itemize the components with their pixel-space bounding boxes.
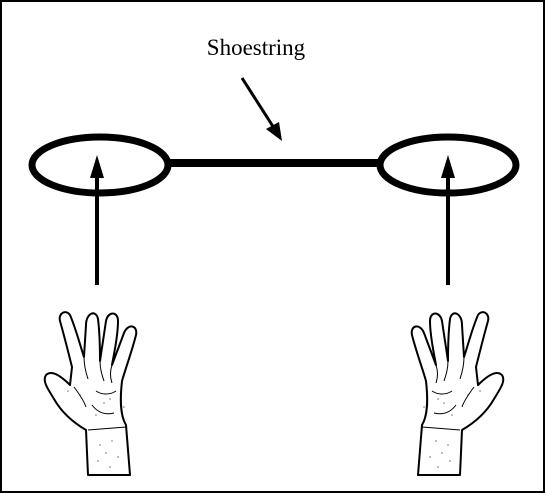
shoestring-bar [168, 159, 380, 167]
left-hand-icon [43, 311, 138, 476]
left-loop [28, 133, 172, 197]
label-arrow-icon [240, 77, 282, 141]
left-arrow-icon [90, 155, 104, 285]
right-hand-icon [410, 311, 505, 476]
shoestring-label: Shoestring [207, 35, 306, 60]
right-arrow-icon [441, 155, 455, 285]
